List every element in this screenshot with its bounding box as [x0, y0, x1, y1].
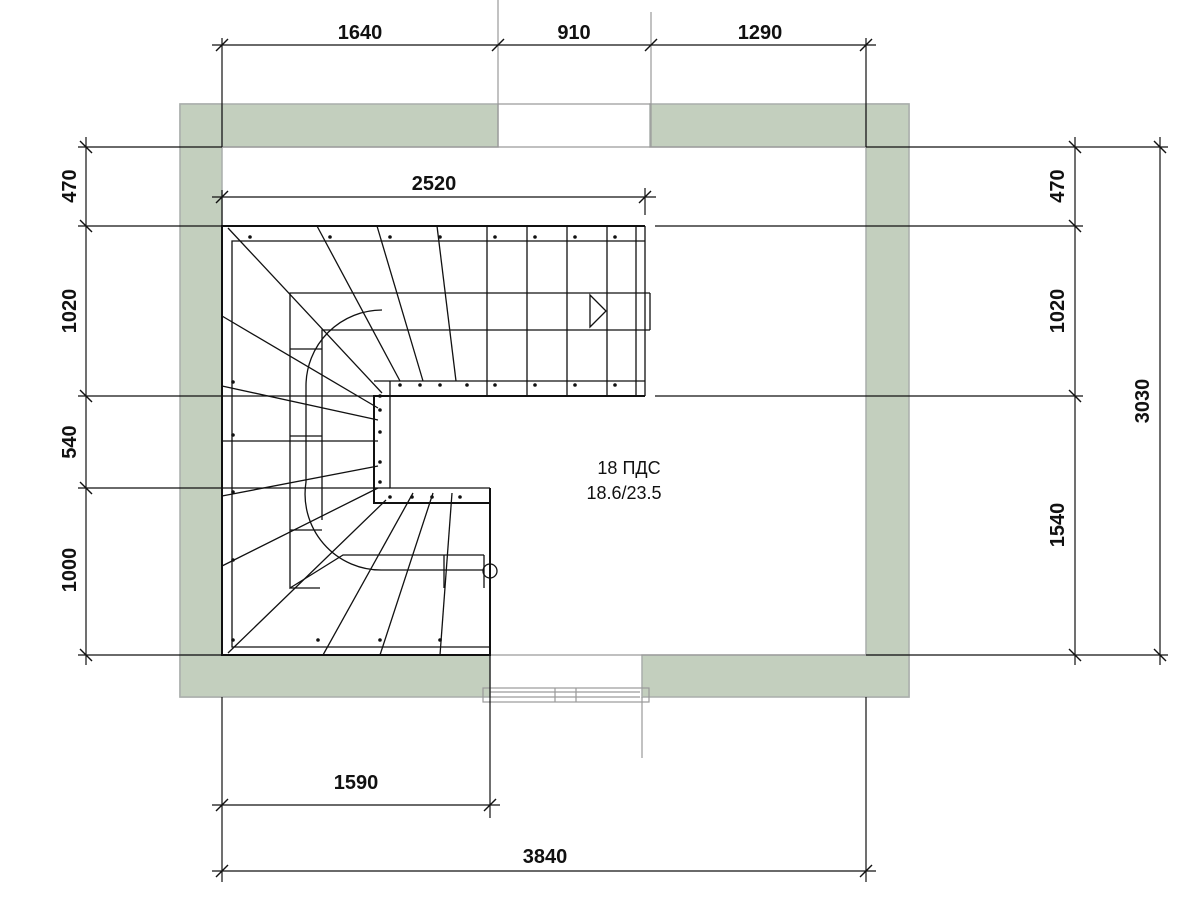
winder-treads-top: [227, 225, 457, 394]
right-wall: [865, 103, 910, 698]
stair-label: 18 ПДС 18.6/23.5: [586, 458, 661, 503]
staircase: [221, 225, 651, 656]
dimension-labels: 1640 910 1290 2520 470 1020 540 1000 470…: [59, 22, 1154, 868]
bottom-right-wall: [641, 654, 910, 698]
dim-left-470: 470: [59, 169, 81, 202]
dim-top-right: 1290: [738, 22, 783, 44]
dim-bottom-total: 3840: [523, 846, 568, 868]
winder-treads-left: [221, 315, 379, 567]
start-point-circle: [482, 563, 498, 579]
left-wall: [179, 103, 223, 698]
dim-right-1020: 1020: [1047, 289, 1069, 334]
dim-right-total: 3030: [1132, 379, 1154, 424]
dim-bottom-stair: 1590: [334, 772, 379, 794]
dim-stair-width: 2520: [412, 173, 457, 195]
dim-top-left: 1640: [338, 22, 383, 44]
winder-treads-bottom: [227, 492, 453, 656]
stair-bolts: [231, 235, 617, 642]
dim-right-1540: 1540: [1047, 503, 1069, 548]
top-left-wall: [179, 103, 499, 148]
direction-arrow-icon: [589, 293, 607, 329]
dim-left-540: 540: [59, 425, 81, 458]
stair-model-name: 18 ПДС: [597, 458, 660, 478]
dim-top-door: 910: [557, 22, 590, 44]
stair-step-ratio: 18.6/23.5: [586, 483, 661, 503]
window-opening-bottom: [482, 687, 650, 758]
walls: [179, 103, 910, 698]
dim-left-1020: 1020: [59, 289, 81, 334]
dim-left-1000: 1000: [59, 548, 81, 593]
door-opening-top: [497, 0, 652, 147]
bottom-left-wall: [179, 654, 491, 698]
dim-right-470: 470: [1047, 169, 1069, 202]
dimension-lines: [78, 38, 1168, 882]
treads-top: [486, 226, 608, 396]
walking-line: [289, 292, 651, 590]
